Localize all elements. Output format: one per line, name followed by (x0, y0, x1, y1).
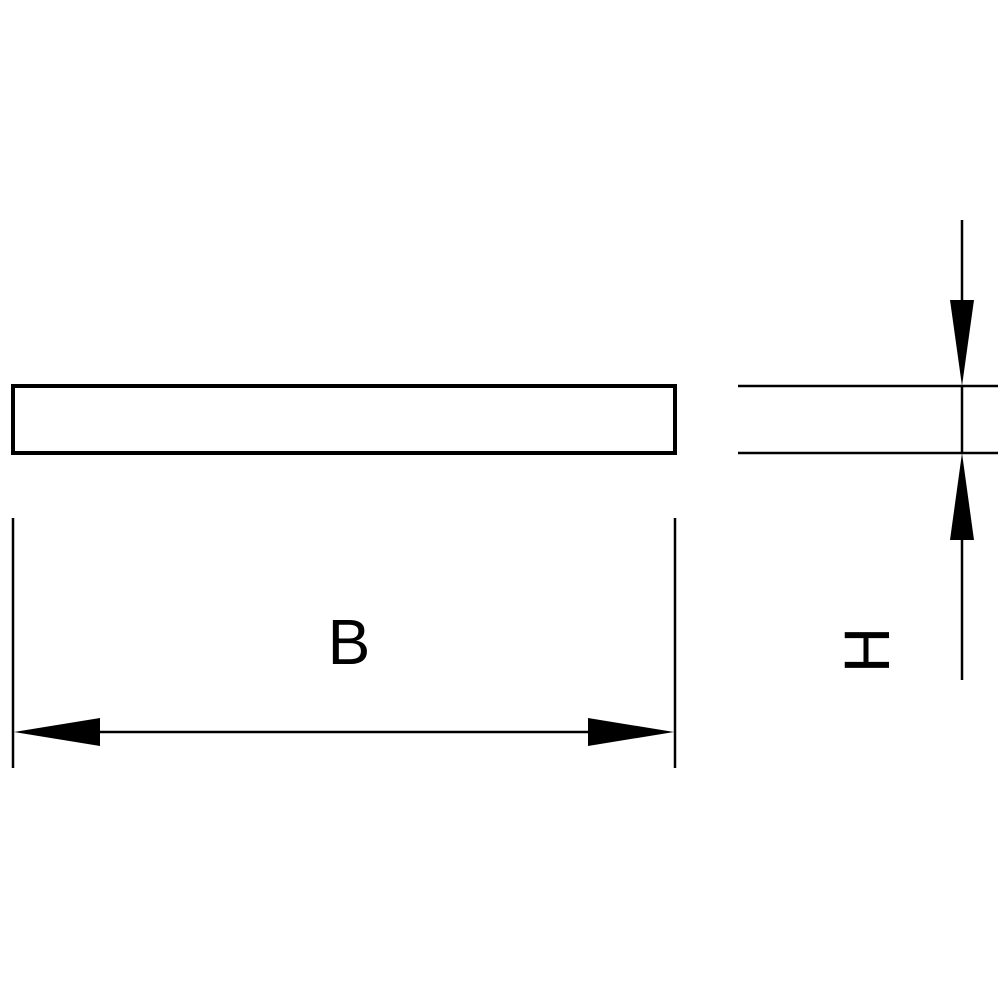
arrowhead-left (14, 718, 100, 746)
width-dimension: B (11, 518, 677, 768)
arrowhead-down (950, 300, 974, 386)
height-dimension: H (738, 220, 998, 680)
width-label: B (328, 606, 371, 678)
arrowhead-right (588, 718, 674, 746)
arrowhead-up (950, 453, 974, 540)
height-label: H (831, 627, 903, 673)
bar-profile (11, 384, 677, 455)
